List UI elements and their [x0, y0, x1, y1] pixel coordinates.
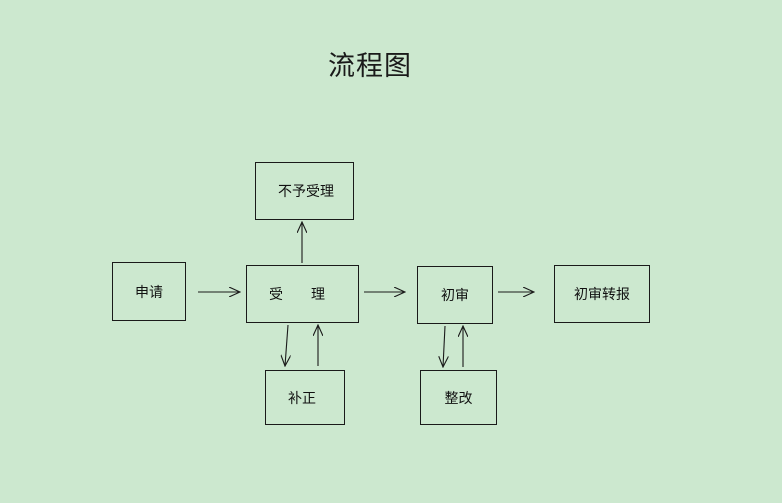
- node-initial-review: 初审: [417, 266, 493, 324]
- node-correct: 补正: [265, 370, 345, 425]
- node-rectify: 整改: [420, 370, 497, 425]
- node-forward: 初审转报: [554, 265, 650, 323]
- diagram-title: 流程图: [328, 51, 412, 82]
- node-accept: 受 理: [246, 265, 359, 323]
- edge-accept-to-correct: [285, 324, 288, 366]
- edge-initial-review-to-rectify: [443, 325, 445, 367]
- node-apply: 申请: [112, 262, 186, 321]
- node-reject: 不予受理: [255, 162, 354, 220]
